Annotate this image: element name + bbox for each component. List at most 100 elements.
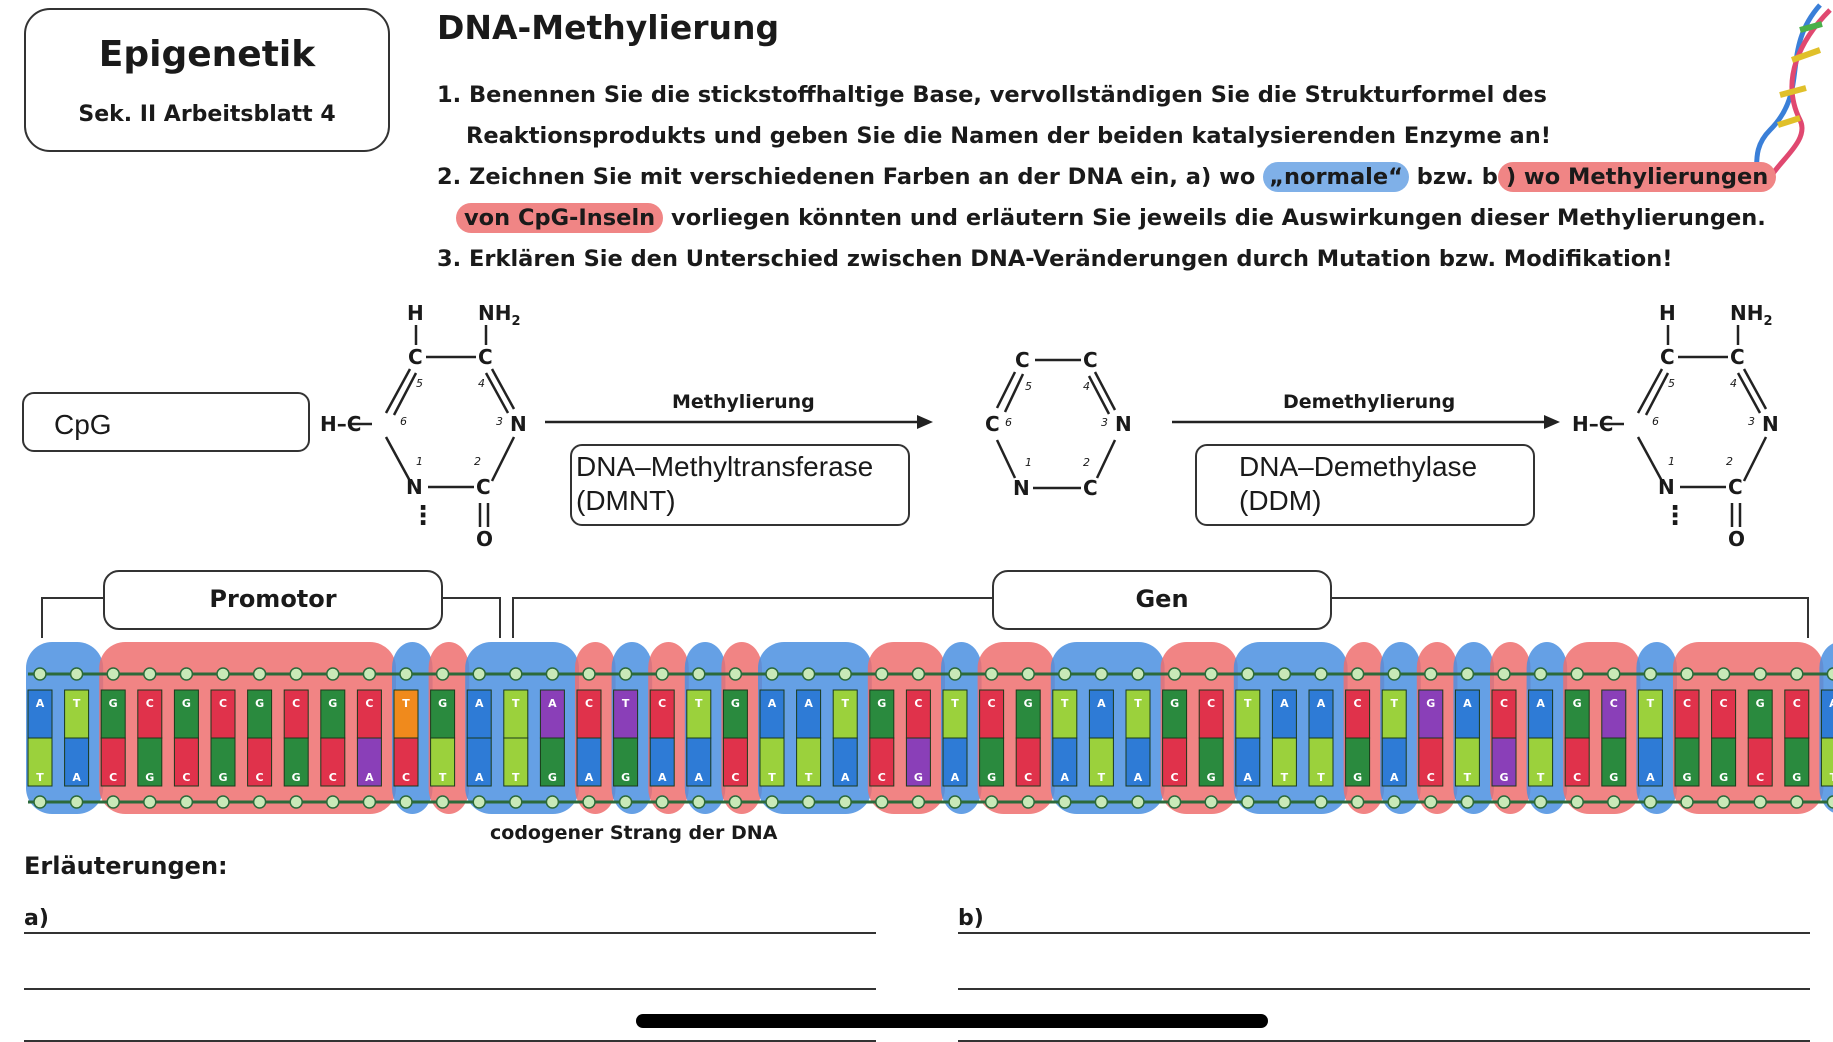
answer-b-line-3[interactable] [958, 1040, 1810, 1042]
bottom-base-letter: A [365, 771, 374, 784]
dna-logo-icon [1752, 3, 1832, 180]
phosphate-circle [69, 795, 84, 809]
answer-a-line-2[interactable] [24, 988, 876, 990]
methylation-label: Methylierung [672, 391, 815, 413]
incomplete-ring-bonds [995, 358, 1117, 490]
base-answer-box[interactable]: CpG [22, 392, 310, 452]
phosphate-circle [1131, 795, 1145, 809]
bottom-base-block [1345, 737, 1371, 787]
top-base-block [1198, 689, 1224, 739]
bottom-base-block [100, 737, 126, 787]
atom-n3: N [1762, 412, 1779, 436]
phosphate-circle [801, 667, 816, 681]
atom-c4: C [478, 345, 493, 369]
ring-atom-c4: C [1083, 348, 1098, 372]
dna-double-strand: ATTAGCCGGCCGGCCGGCCATCGTAATTAGCATGCATAGC… [26, 642, 1833, 814]
bottom-base-block [1528, 737, 1554, 787]
top-base-letter: C [585, 697, 593, 710]
atom-nh2: NH2 [478, 301, 521, 329]
gene-label-box: Gen [992, 570, 1332, 630]
answer-a-line-3[interactable] [24, 1040, 876, 1042]
bottom-base-block [173, 737, 199, 787]
phosphate-circle [69, 667, 84, 681]
glycosidic-bond-dots: ⋮ [1662, 501, 1688, 531]
atom-c4: C [1730, 345, 1745, 369]
phosphate-circle [1277, 667, 1292, 681]
bottom-base-letter: T [805, 771, 813, 784]
bottom-base-letter: G [1499, 771, 1508, 784]
bottom-base-block [1198, 737, 1224, 787]
bottom-base-letter: A [841, 771, 850, 784]
top-base-letter: T [951, 697, 959, 710]
phosphate-circle [1314, 667, 1328, 681]
cytosine-ring-bonds-product [1602, 325, 1768, 527]
phosphate-circle [252, 667, 267, 681]
phosphate-circle [33, 667, 47, 681]
bottom-base-block [1235, 737, 1261, 787]
bottom-base-block [979, 737, 1005, 787]
top-base-letter: T [73, 697, 81, 710]
bottom-base-block [1015, 737, 1041, 787]
bottom-base-letter: C [1171, 771, 1179, 784]
phosphate-circle [1387, 795, 1401, 809]
bottom-base-block [1564, 737, 1590, 787]
atom-n3: N [510, 412, 527, 436]
phosphate-circle [1497, 667, 1511, 681]
bottom-base-block [247, 737, 273, 787]
answer-a-line-1[interactable] [24, 932, 876, 934]
bottom-base-block [832, 737, 858, 787]
top-base-letter: C [365, 697, 373, 710]
bottom-base-letter: G [621, 771, 630, 784]
phosphate-circle [106, 795, 120, 809]
top-base-letter: C [1500, 697, 1508, 710]
bottom-base-letter: A [475, 771, 484, 784]
bottom-base-block [905, 737, 931, 787]
top-base-block [1820, 689, 1833, 739]
top-base-block [1162, 689, 1188, 739]
phosphate-circle [545, 667, 560, 681]
bottom-base-block [796, 737, 822, 787]
answer-b-line-1[interactable] [958, 932, 1810, 934]
enzyme-2-box[interactable]: DNA–Demethylase (DDM) [1195, 444, 1535, 526]
bottom-base-letter: G [1792, 771, 1801, 784]
top-base-letter: C [1610, 697, 1618, 710]
bottom-base-letter: C [1024, 771, 1032, 784]
top-base-block [942, 689, 968, 739]
bottom-base-block [1088, 737, 1114, 787]
phosphate-circle [1643, 667, 1658, 681]
top-base-letter: C [988, 697, 996, 710]
phosphate-circle [655, 795, 669, 809]
phosphate-circle [289, 795, 303, 809]
bottom-base-block [686, 737, 712, 787]
top-base-letter: C [658, 697, 666, 710]
promoter-label-box: Promotor [103, 570, 443, 630]
highlight-cpg-islands: von CpG-Inseln [456, 203, 664, 233]
phosphate-circle [875, 795, 889, 809]
home-indicator[interactable] [636, 1014, 1268, 1028]
top-base-letter: C [219, 697, 227, 710]
bottom-base-block [1052, 737, 1078, 787]
atom-o: O [476, 527, 494, 551]
phosphate-circle [545, 795, 560, 809]
bottom-base-block [1820, 737, 1833, 787]
phosphate-circle [618, 795, 633, 809]
incomplete-ring-structure: C C C N N C 5 4 6 3 1 2 [985, 338, 1155, 508]
phosphate-circle [326, 795, 340, 809]
bottom-base-block [1637, 737, 1663, 787]
top-base-block [247, 689, 273, 739]
phosphate-circle [1570, 667, 1584, 681]
answer-b-line-2[interactable] [958, 988, 1810, 990]
bottom-base-letter: A [1646, 771, 1655, 784]
phosphate-circle [289, 667, 303, 681]
enzyme-1-box[interactable]: DNA–Methyltransferase (DMNT) [570, 444, 910, 526]
bottom-base-letter: C [731, 771, 739, 784]
phosphate-circle [1021, 667, 1035, 681]
bottom-base-letter: T [1464, 771, 1472, 784]
cytosine-structure: H NH2 C C H–C N N C O ⋮ 5 4 6 3 1 2 [320, 295, 540, 551]
ring-atom-c2: C [1083, 476, 1098, 500]
phosphate-circle [179, 795, 194, 809]
phosphate-circle [509, 795, 523, 809]
bottom-base-block [27, 737, 53, 787]
phosphate-circle [1790, 667, 1804, 681]
top-base-block [796, 689, 822, 739]
